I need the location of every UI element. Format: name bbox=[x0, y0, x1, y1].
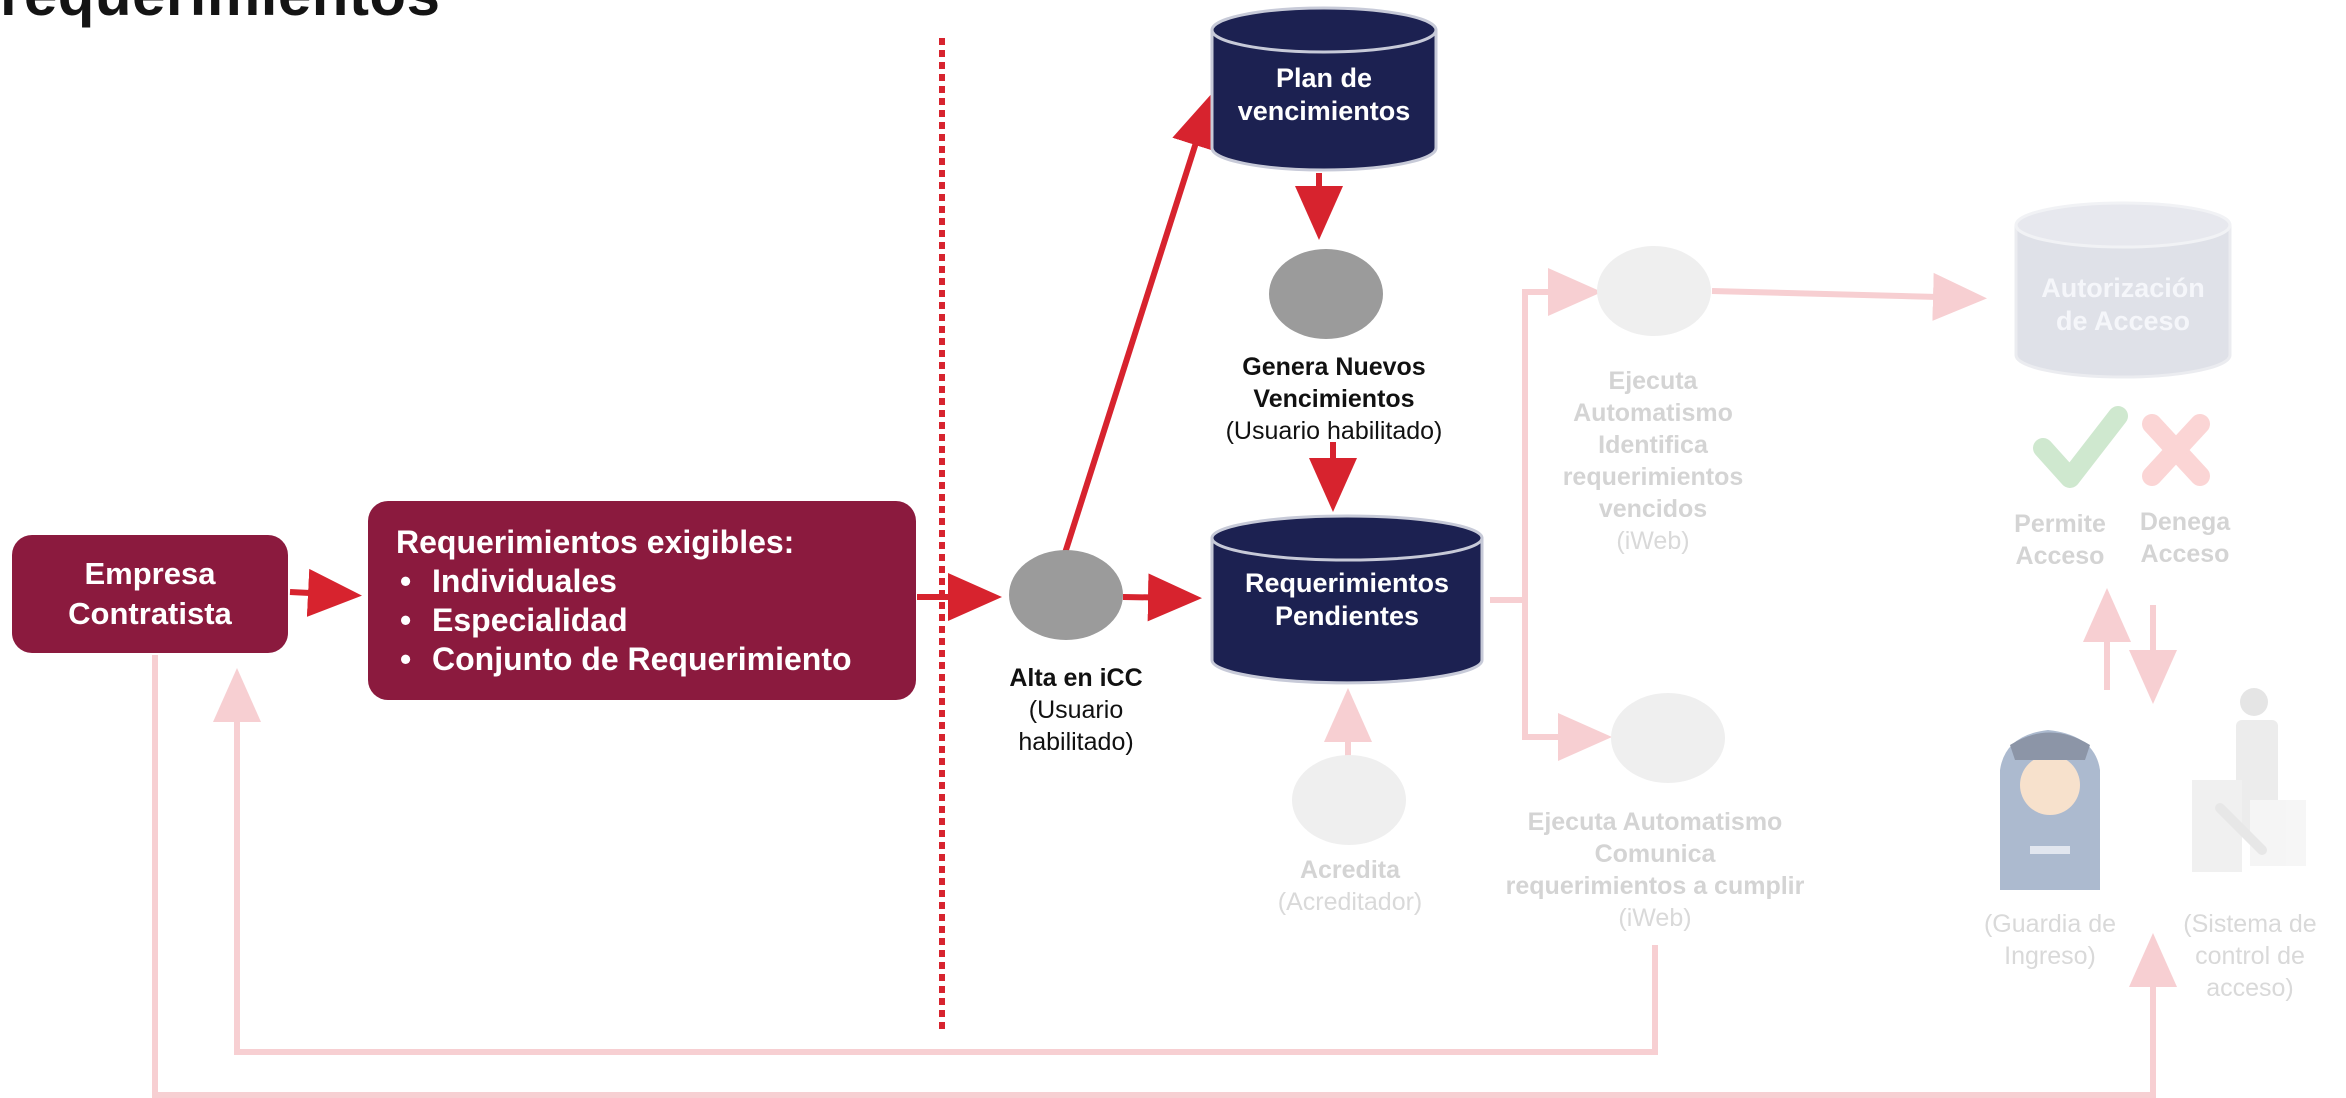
requerimientos-pendientes-label: Requerimientos Pendientes bbox=[1212, 565, 1482, 635]
ejecuta2-node bbox=[1611, 693, 1725, 783]
page-title: requerimientos bbox=[0, 0, 440, 29]
red-connectors bbox=[289, 93, 1357, 622]
acredita-line1: Acredita bbox=[1299, 856, 1401, 884]
ejecuta2-line2: Comunica bbox=[1594, 840, 1716, 868]
ejecuta1-line5: vencidos bbox=[1598, 495, 1708, 523]
alta-line1: Alta en iCC bbox=[1009, 664, 1143, 692]
plan-vencimientos-label: Plan de vencimientos bbox=[1212, 62, 1436, 128]
ejecuta2-line3: requerimientos a cumplir bbox=[1505, 872, 1805, 900]
permite-line1: Permite bbox=[2014, 510, 2106, 538]
guardia-line1: (Guardia de bbox=[1983, 910, 2117, 938]
alta-label: Alta en iCC (Usuario habilitado) bbox=[966, 662, 1186, 758]
requerimientos-item: Conjunto de Requerimiento bbox=[396, 640, 888, 679]
ejecuta1-line3: Identifica bbox=[1598, 431, 1708, 459]
empresa-contratista-box: Empresa Contratista bbox=[12, 535, 288, 653]
requerimientos-item: Individuales bbox=[396, 562, 888, 601]
faded-connectors bbox=[152, 268, 2177, 1098]
cross-icon bbox=[2142, 414, 2210, 486]
access-control-icon bbox=[2192, 688, 2306, 872]
sistema-line3: acceso) bbox=[2206, 974, 2294, 1002]
ejecuta1-line4: requerimientos bbox=[1562, 463, 1744, 491]
ejecuta2-label: Ejecuta Automatismo Comunica requerimien… bbox=[1480, 806, 1830, 934]
plan-line1: Plan de bbox=[1275, 63, 1373, 93]
ejecuta2-line1: Ejecuta Automatismo bbox=[1527, 808, 1783, 836]
sistema-line2: control de bbox=[2195, 942, 2305, 970]
acredita-label: Acredita (Acreditador) bbox=[1235, 854, 1465, 918]
ejecuta1-label: Ejecuta Automatismo Identifica requerimi… bbox=[1528, 365, 1778, 557]
genera-label: Genera Nuevos Vencimientos (Usuario habi… bbox=[1186, 351, 1482, 447]
genera-line3: (Usuario habilitado) bbox=[1225, 417, 1443, 445]
guard-icon bbox=[2000, 730, 2100, 890]
guardia-line2: Ingreso) bbox=[2004, 942, 2096, 970]
ejecuta1-line1: Ejecuta bbox=[1608, 367, 1698, 395]
check-icon bbox=[2033, 406, 2128, 488]
deniega-line1: Denega bbox=[2139, 508, 2231, 536]
pendientes-line1: Requerimientos bbox=[1244, 568, 1450, 598]
requerimientos-list: Individuales Especialidad Conjunto de Re… bbox=[396, 562, 888, 679]
requerimientos-exigibles-box: Requerimientos exigibles: Individuales E… bbox=[368, 501, 916, 700]
deniega-line2: Acceso bbox=[2140, 540, 2230, 568]
ejecuta1-line2: Automatismo bbox=[1573, 399, 1733, 427]
autorizacion-acceso-label: Autorización de Acceso bbox=[2016, 272, 2230, 338]
permite-label: Permite Acceso bbox=[1995, 508, 2125, 572]
alta-line3: habilitado) bbox=[1018, 728, 1134, 756]
permite-line2: Acceso bbox=[2015, 542, 2105, 570]
deniega-label: Denega Acceso bbox=[2120, 506, 2250, 570]
alta-node bbox=[1009, 550, 1123, 640]
requerimientos-pendientes-cylinder bbox=[1210, 514, 1484, 685]
ejecuta1-line6: (iWeb) bbox=[1616, 527, 1690, 555]
autorizacion-acceso-cylinder bbox=[2014, 201, 2232, 379]
plan-vencimientos-cylinder bbox=[1210, 6, 1438, 172]
sistema-line1: (Sistema de bbox=[2183, 910, 2317, 938]
guardia-label: (Guardia de Ingreso) bbox=[1960, 908, 2140, 972]
empresa-line1: Empresa bbox=[84, 556, 216, 591]
genera-node bbox=[1269, 249, 1383, 339]
ejecuta2-line4: (iWeb) bbox=[1618, 904, 1692, 932]
autorizacion-line1: Autorización bbox=[2041, 273, 2205, 303]
plan-line2: vencimientos bbox=[1237, 96, 1411, 126]
requerimientos-heading: Requerimientos exigibles: bbox=[396, 524, 795, 560]
acredita-node bbox=[1292, 755, 1406, 845]
genera-line1: Genera Nuevos bbox=[1242, 353, 1426, 381]
ejecuta1-node bbox=[1597, 246, 1711, 336]
requerimientos-item: Especialidad bbox=[396, 601, 888, 640]
empresa-line2: Contratista bbox=[68, 596, 232, 631]
autorizacion-line2: de Acceso bbox=[2055, 306, 2191, 336]
pendientes-line2: Pendientes bbox=[1274, 601, 1420, 631]
sistema-label: (Sistema de control de acceso) bbox=[2160, 908, 2340, 1004]
alta-line2: (Usuario bbox=[1028, 696, 1124, 724]
genera-line2: Vencimientos bbox=[1253, 385, 1415, 413]
acredita-line2: (Acreditador) bbox=[1277, 888, 1423, 916]
